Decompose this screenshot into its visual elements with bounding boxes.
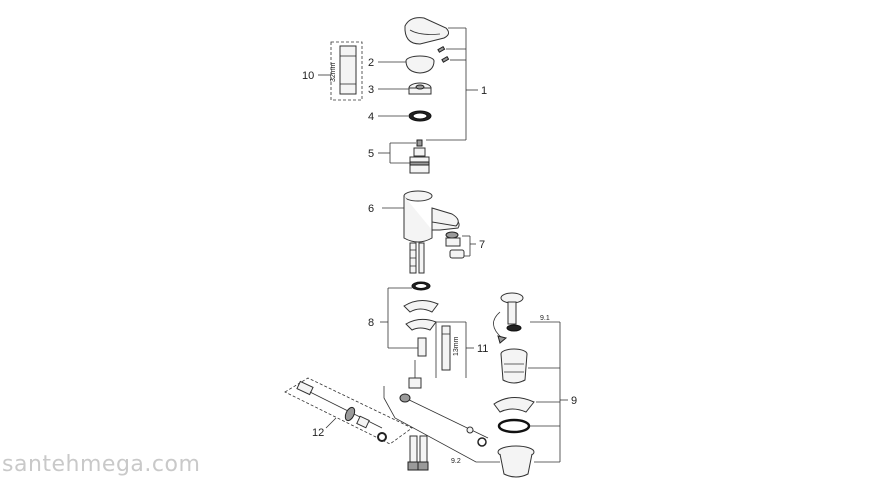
part-7-aerator: 7 bbox=[445, 231, 485, 259]
tool-11-dimension: 13mm bbox=[453, 336, 460, 356]
lever-handle bbox=[404, 17, 450, 45]
grub-screws bbox=[437, 45, 450, 63]
part-12-hose-kit: 12 bbox=[284, 377, 413, 445]
watermark: santehmega.com bbox=[2, 452, 201, 477]
part-9-2-rod-assembly: 9.2 bbox=[383, 360, 500, 465]
label-9: 9 bbox=[571, 395, 577, 407]
part-2-cap: 2 bbox=[368, 55, 435, 74]
label-1: 1 bbox=[481, 85, 487, 97]
supply-hoses bbox=[407, 435, 429, 471]
tool-10-dimension: 32mm bbox=[330, 62, 337, 82]
part-5-cartridge: 5 bbox=[368, 139, 430, 174]
label-9-1: 9.1 bbox=[540, 315, 550, 322]
part-8-mounting-set: 8 bbox=[368, 281, 439, 357]
label-8: 8 bbox=[368, 317, 374, 329]
label-6: 6 bbox=[368, 203, 374, 215]
part-3-nut: 3 bbox=[368, 82, 432, 96]
part-9-drain-assembly: 9.1 9 bbox=[493, 292, 577, 478]
tool-11-group: 13mm 11 bbox=[435, 321, 488, 378]
tool-10-group: 32mm 10 bbox=[302, 41, 363, 101]
label-7: 7 bbox=[479, 239, 485, 251]
label-11: 11 bbox=[477, 343, 488, 355]
tool-10-box bbox=[330, 41, 363, 101]
label-9-2: 9.2 bbox=[451, 458, 461, 465]
tool-10-wrench bbox=[339, 45, 357, 95]
part-4-ring: 4 bbox=[368, 110, 432, 123]
label-12: 12 bbox=[312, 427, 324, 439]
label-5: 5 bbox=[368, 148, 374, 160]
label-10: 10 bbox=[302, 70, 314, 82]
bracket-1: 1 bbox=[426, 27, 487, 141]
part-6-faucet-body: 6 bbox=[368, 190, 460, 274]
label-2: 2 bbox=[368, 57, 374, 69]
label-3: 3 bbox=[368, 84, 374, 96]
label-4: 4 bbox=[368, 111, 374, 123]
